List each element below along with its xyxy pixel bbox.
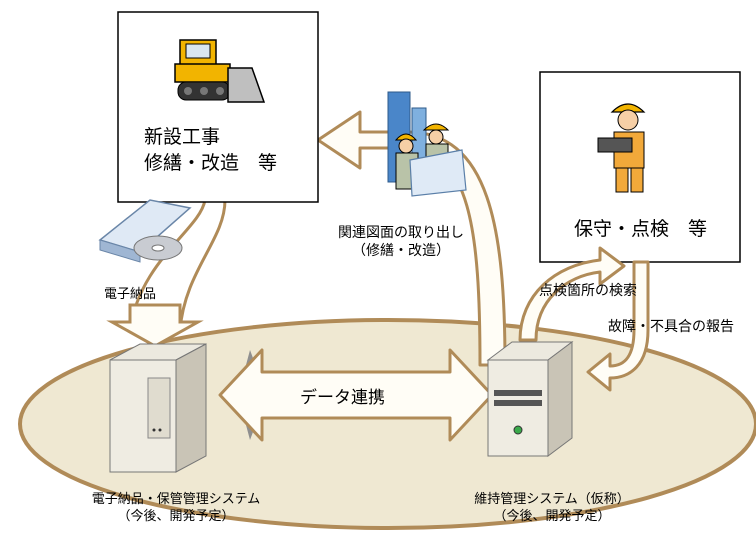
data-link-label: データ連携 [300,388,385,408]
left-server-label-line1: 電子納品・保管管理システム [91,492,261,507]
worker-laptop-icon [597,103,646,193]
delivery-arrow [106,303,204,348]
delivery-label: 電子納品 [104,287,157,302]
drawings-label-line1: 関連図面の取り出し [338,225,464,241]
right-server-icon [486,341,574,457]
left-server-label-line2: （今後、開発予定） [117,509,235,524]
inspection-search-arrow [518,246,626,342]
left-server-label: 電子納品・保管管理システム （今後、開発予定） [46,491,306,525]
workers-blueprint-icon [387,91,467,197]
construction-label-line1: 新設工事 [144,126,221,148]
right-server-label: 維持管理システム（仮称） （今後、開発予定） [442,491,662,525]
maintenance-label: 保守・点検 等 [574,218,708,240]
right-server-label-line1: 維持管理システム（仮称） [474,492,630,507]
fault-report-label: 故障・不具合の報告 [608,319,734,335]
drawings-label: 関連図面の取り出し （修繕・改造） [338,224,464,260]
delivery-flow-right [178,199,227,331]
disc-icon [98,199,192,263]
bulldozer-icon [174,39,266,103]
construction-label: 新設工事 修繕・改造 等 [144,124,277,176]
left-server-icon [109,343,207,473]
construction-label-line2: 修繕・改造 等 [144,152,278,174]
inspection-search-label: 点検箇所の検索 [539,283,637,299]
fault-report-arrow [586,260,650,392]
drawings-label-line2: （修繕・改造） [352,243,450,259]
construction-box [117,11,319,203]
right-server-label-line2: （今後、開発予定） [493,509,611,524]
